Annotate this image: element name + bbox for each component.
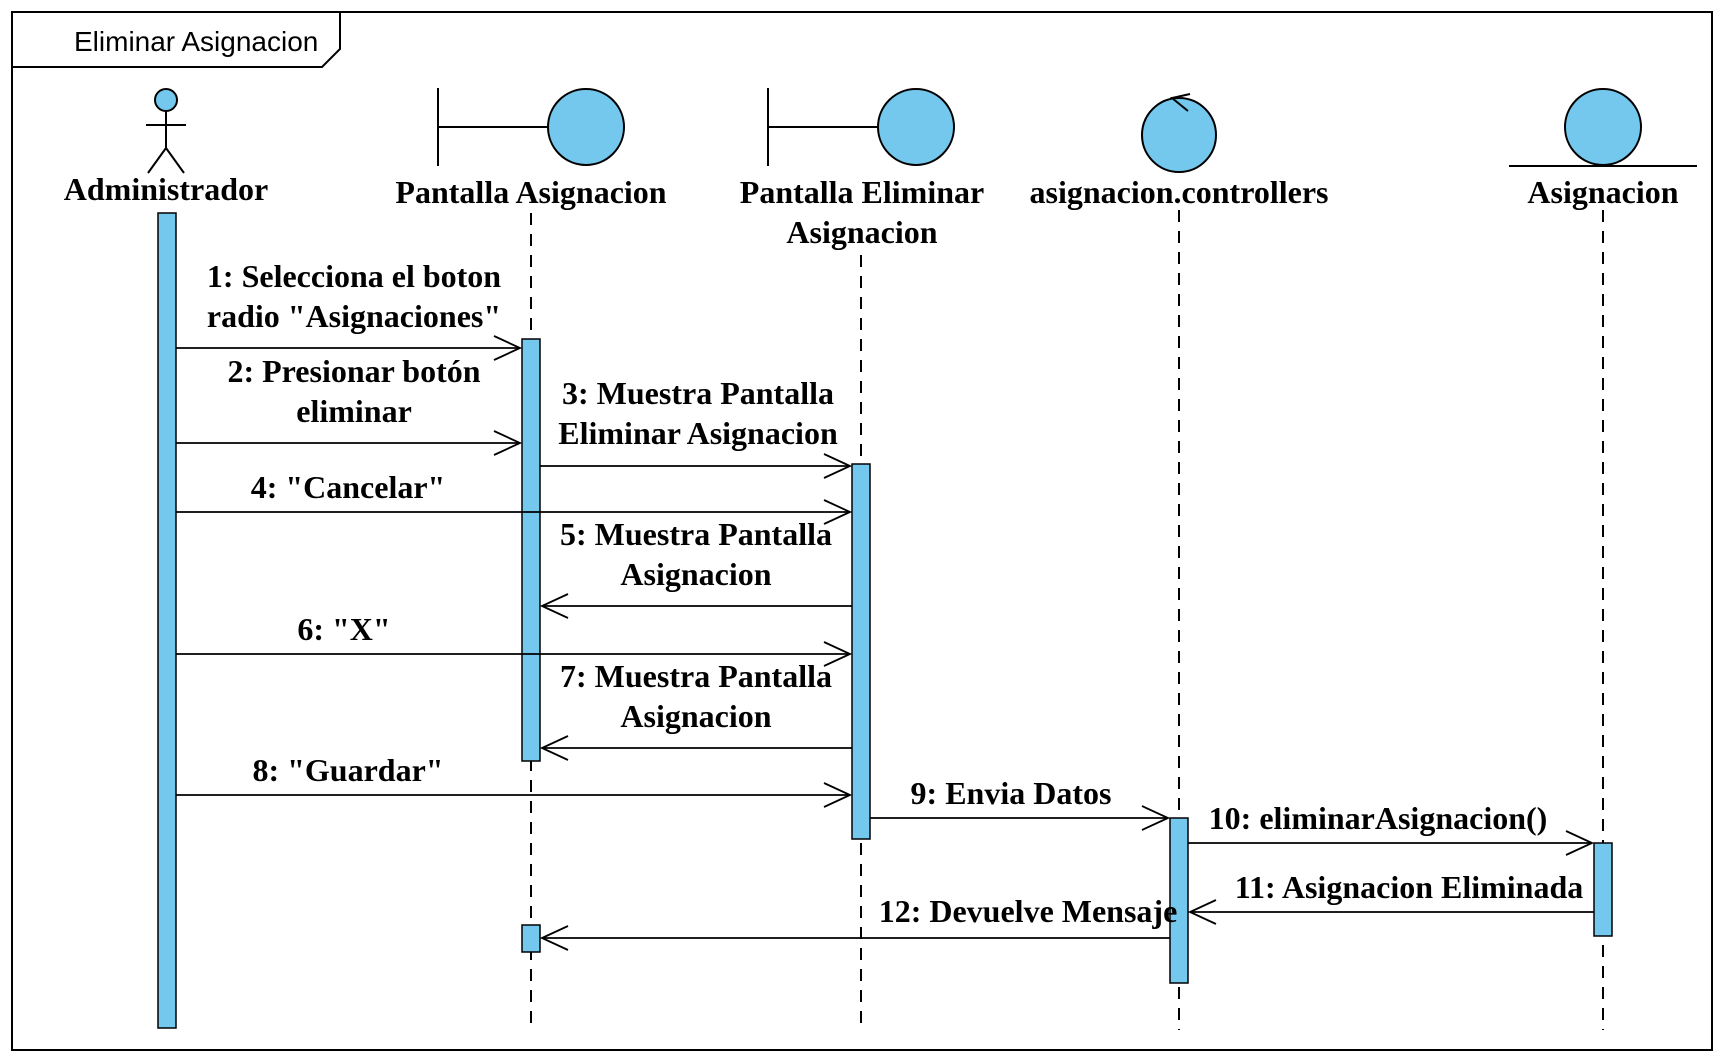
activation-asignacion-controllers xyxy=(1169,817,1189,984)
message-5-arrowhead xyxy=(539,593,569,619)
frame-title-tab xyxy=(12,12,341,68)
message-5-label-line2: Asignacion xyxy=(620,556,771,592)
message-6: 6: "X" xyxy=(176,611,853,667)
message-2-label-line2: eliminar xyxy=(296,393,412,429)
lifeline-label-asignacion-entity: Asignacion xyxy=(1527,174,1678,210)
message-2-arrowhead xyxy=(493,430,523,456)
lifeline-label-pantalla-asignacion: Pantalla Asignacion xyxy=(395,174,666,210)
activations xyxy=(157,212,1613,1029)
message-8-arrowhead xyxy=(823,782,853,808)
activation-pantalla-asignacion-2 xyxy=(521,924,541,953)
message-7-label-line1: 7: Muestra Pantalla xyxy=(560,658,832,694)
message-11-label: 11: Asignacion Eliminada xyxy=(1235,869,1584,905)
message-11-arrowhead xyxy=(1187,899,1217,925)
message-7-arrowhead xyxy=(539,735,569,761)
boundary-icon xyxy=(767,88,955,166)
message-3-label-line2: Eliminar Asignacion xyxy=(558,415,838,451)
boundary-icon xyxy=(437,88,625,166)
message-12-arrowhead xyxy=(539,925,569,951)
message-10-arrowhead xyxy=(1565,830,1595,856)
message-2-label-line1: 2: Presionar botón xyxy=(227,353,480,389)
control-asignacion-controllers: asignacion.controllers xyxy=(1030,93,1329,210)
message-10: 10: eliminarAsignacion() xyxy=(1188,800,1595,856)
message-9-label: 9: Envia Datos xyxy=(911,775,1112,811)
message-9-arrowhead xyxy=(1141,805,1171,831)
lifeline-label-pantalla-eliminar-line2: Asignacion xyxy=(786,214,937,250)
message-12: 12: Devuelve Mensaje xyxy=(539,893,1178,951)
message-1-label-line2: radio "Asignaciones" xyxy=(207,298,501,334)
message-3-arrowhead xyxy=(823,453,853,479)
message-5-label-line1: 5: Muestra Pantalla xyxy=(560,516,832,552)
messages: 1: Selecciona el boton radio "Asignacion… xyxy=(176,258,1595,951)
frame-title: Eliminar Asignacion xyxy=(74,26,318,57)
message-7-label-line2: Asignacion xyxy=(620,698,771,734)
message-1-label-line1: 1: Selecciona el boton xyxy=(207,258,501,294)
lifeline-label-pantalla-eliminar-line1: Pantalla Eliminar xyxy=(740,174,984,210)
message-2: 2: Presionar botón eliminar xyxy=(176,353,523,456)
activation-asignacion-entity xyxy=(1593,842,1613,937)
activation-pantalla-asignacion xyxy=(521,338,541,762)
message-12-label: 12: Devuelve Mensaje xyxy=(879,893,1178,929)
message-7: 7: Muestra Pantalla Asignacion xyxy=(539,658,852,761)
message-4-arrowhead xyxy=(823,499,853,525)
message-8: 8: "Guardar" xyxy=(176,752,853,808)
actor-administrador: Administrador xyxy=(64,88,268,207)
boundary-pantalla-asignacion: Pantalla Asignacion xyxy=(395,88,667,210)
boundary-pantalla-eliminar-asignacion: Pantalla Eliminar Asignacion xyxy=(740,88,984,250)
message-4: 4: "Cancelar" xyxy=(176,469,853,525)
entity-asignacion: Asignacion xyxy=(1509,88,1697,210)
message-11: 11: Asignacion Eliminada xyxy=(1187,869,1594,925)
message-1: 1: Selecciona el boton radio "Asignacion… xyxy=(176,258,523,361)
activation-administrador xyxy=(157,212,177,1029)
lifeline-label-administrador: Administrador xyxy=(64,171,268,207)
message-10-label: 10: eliminarAsignacion() xyxy=(1209,800,1548,836)
lifeline-label-asignacion-controllers: asignacion.controllers xyxy=(1030,174,1329,210)
message-4-label: 4: "Cancelar" xyxy=(251,469,446,505)
actor-icon xyxy=(146,88,186,174)
message-3-label-line1: 3: Muestra Pantalla xyxy=(562,375,834,411)
activation-pantalla-eliminar-asignacion xyxy=(851,463,871,840)
control-icon xyxy=(1141,93,1217,173)
message-1-arrowhead xyxy=(493,335,523,361)
entity-icon xyxy=(1509,88,1697,167)
message-9: 9: Envia Datos xyxy=(870,775,1171,831)
message-6-arrowhead xyxy=(823,641,853,667)
message-5: 5: Muestra Pantalla Asignacion xyxy=(539,516,852,619)
message-8-label: 8: "Guardar" xyxy=(252,752,443,788)
message-6-label: 6: "X" xyxy=(297,611,390,647)
message-3: 3: Muestra Pantalla Eliminar Asignacion xyxy=(540,375,853,479)
